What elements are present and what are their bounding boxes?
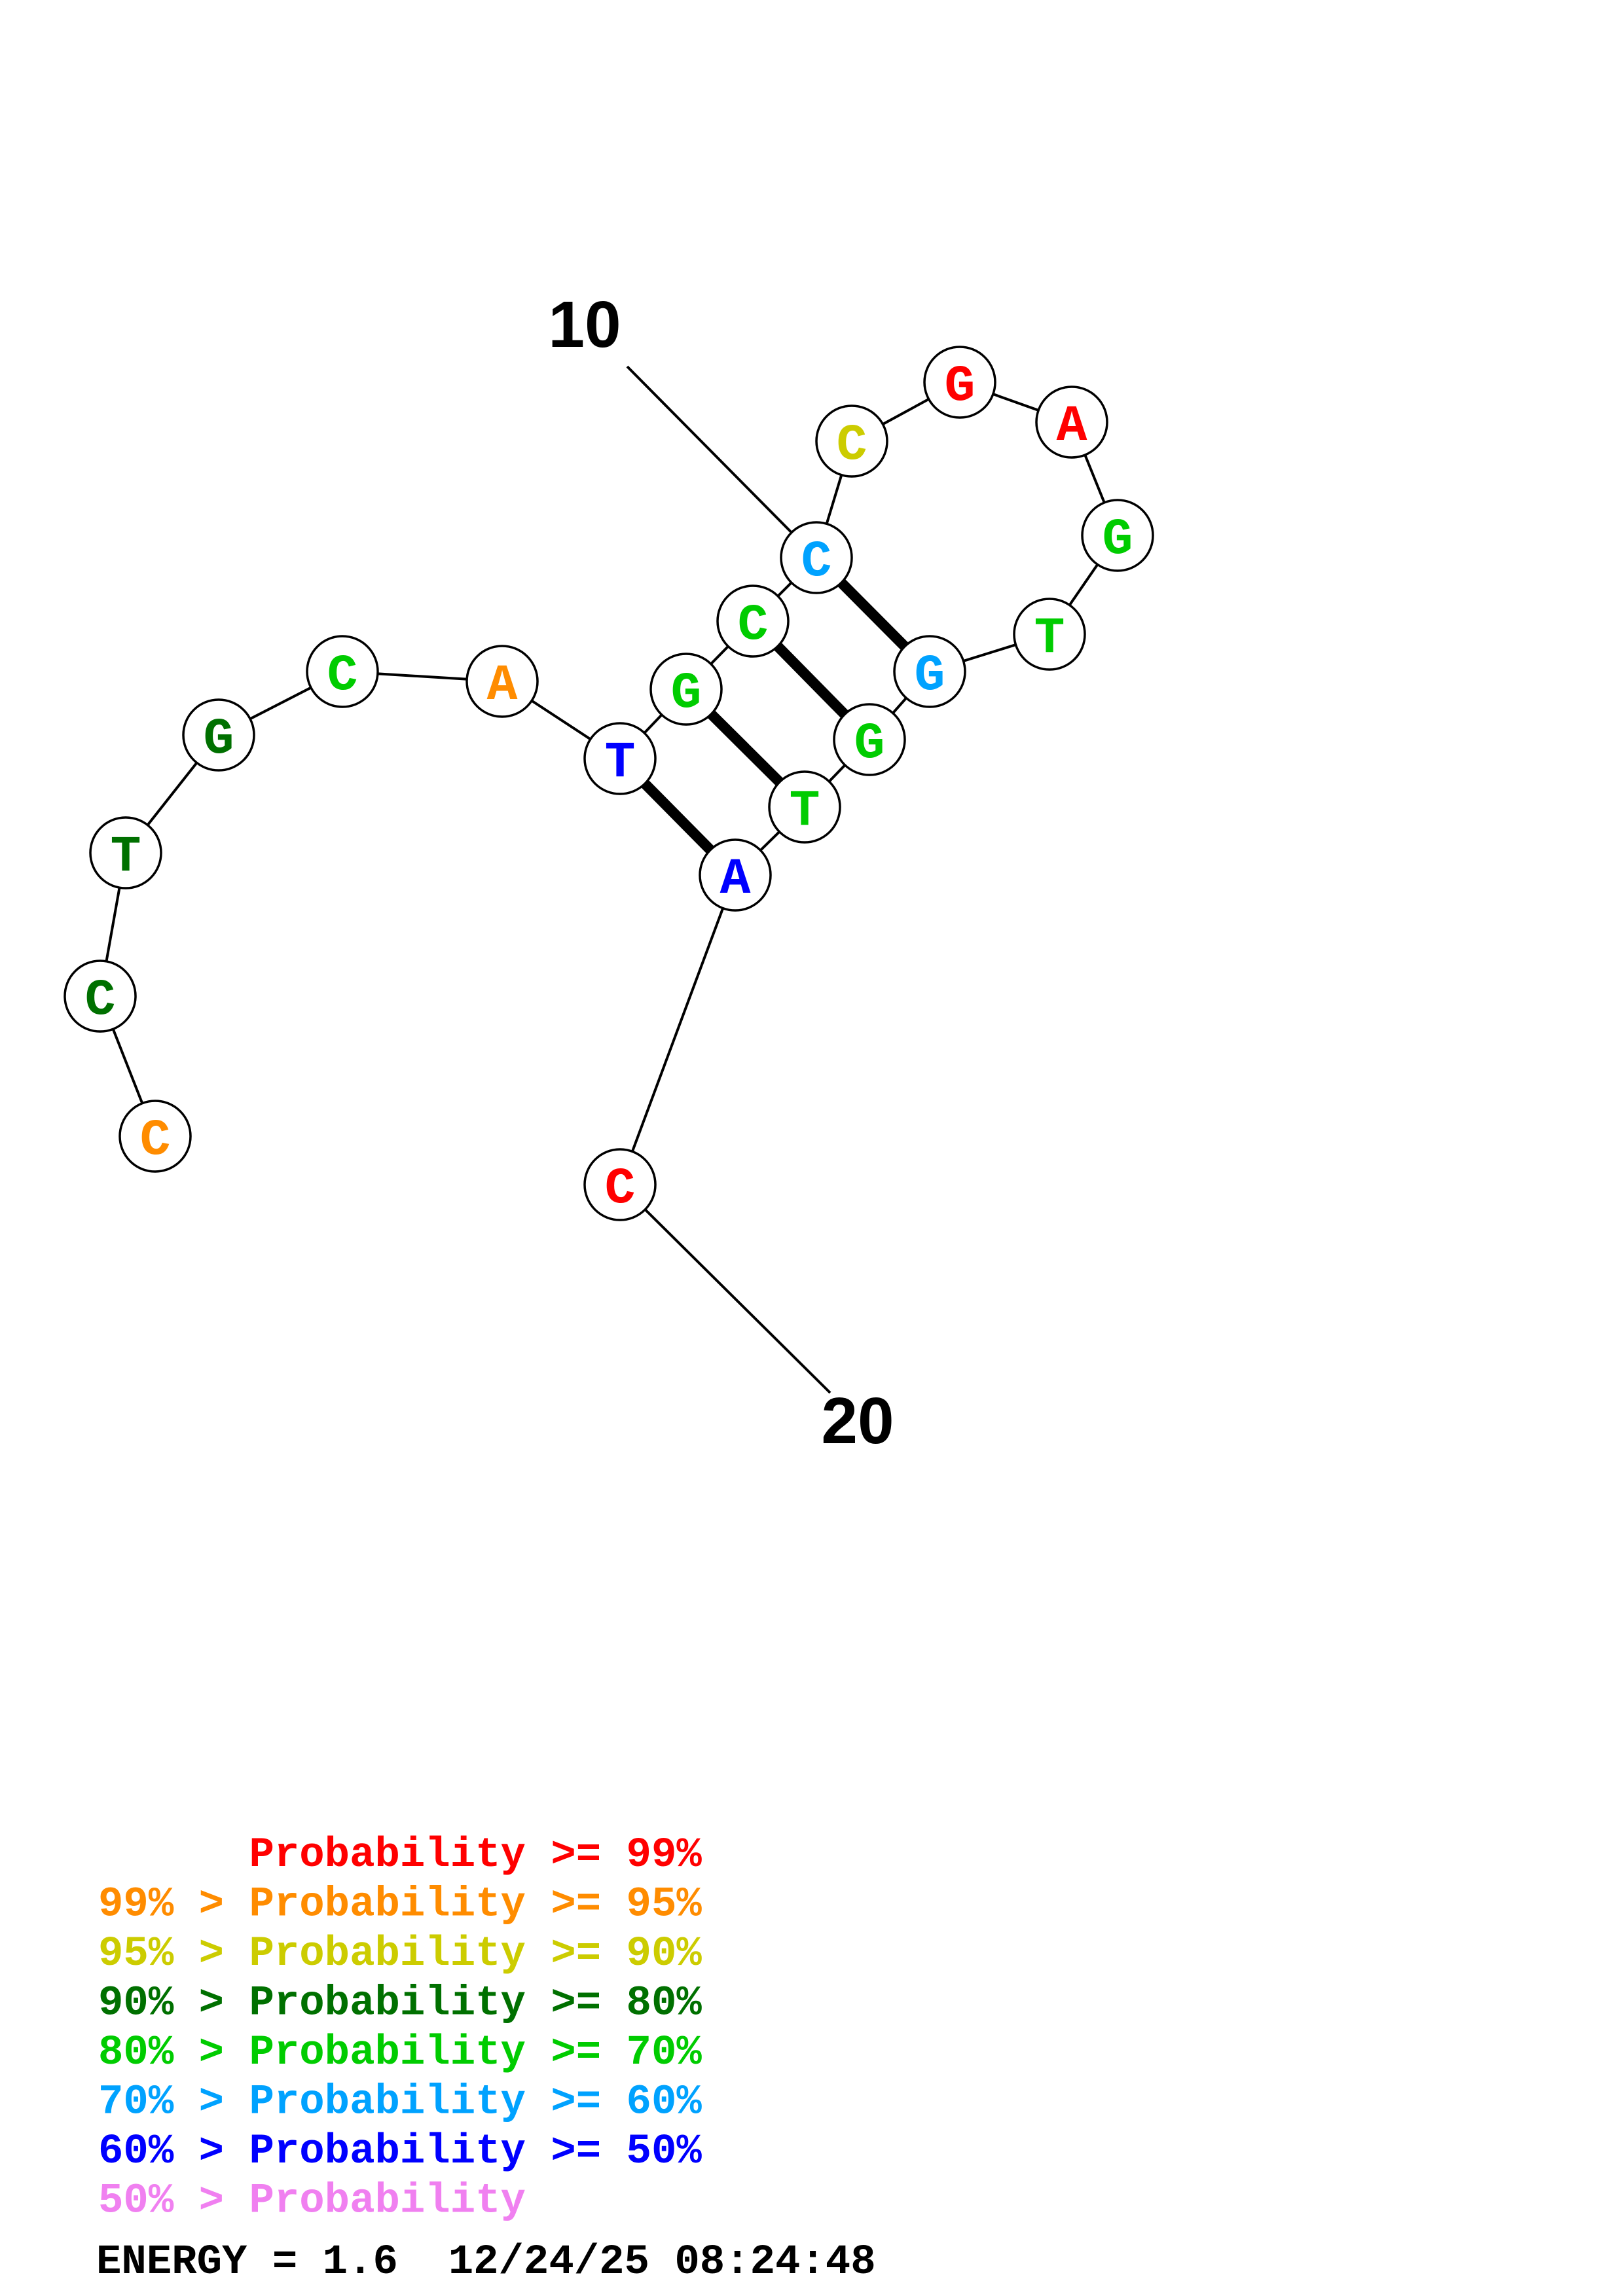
nucleotide-1: C (119, 1100, 192, 1173)
nucleotide-2: C (64, 960, 137, 1033)
nucleotide-base-label: G (945, 358, 976, 416)
nucleotide-base-label: G (671, 665, 702, 723)
nucleotide-17: G (833, 703, 906, 776)
nucleotide-circle (119, 1100, 192, 1173)
nucleotide-base-label: G (204, 711, 234, 768)
nucleotide-3: T (89, 816, 162, 889)
nucleotide-13: A (1035, 386, 1108, 459)
nucleotide-circle (716, 584, 790, 658)
nucleotide-18: T (768, 770, 841, 844)
nucleotide-base-label: C (738, 597, 769, 655)
nucleotide-circle (583, 722, 657, 795)
legend-line-99: Probability >= 99% (98, 1832, 702, 1879)
nucleotide-circle (182, 698, 255, 772)
nucleotide-base-label: A (1057, 398, 1087, 456)
leader-line-20 (619, 1183, 831, 1394)
nucleotide-19: A (699, 838, 772, 912)
nucleotide-base-label: C (837, 417, 867, 475)
nucleotide-base-label: T (605, 734, 636, 792)
legend-line-95: 99% > Probability >= 95% (98, 1882, 702, 1929)
sequence-number-labels: 10 20 (548, 288, 894, 1458)
nucleotide-circle (893, 635, 966, 708)
nucleotide-circle (649, 653, 723, 726)
sequence-number-20: 20 (821, 1384, 894, 1458)
nucleotide-base-label: G (915, 647, 945, 705)
nucleotide-circle (815, 404, 888, 478)
legend-line-50: 60% > Probability >= 50% (98, 2128, 702, 2176)
nucleotide-base-label: C (605, 1160, 636, 1218)
nucleotide-circle (306, 635, 379, 708)
nucleotide-circle (780, 521, 853, 594)
nucleotide-base-label: G (1103, 511, 1133, 569)
legend-line-lt50: 50% > Probability (98, 2178, 526, 2225)
nucleotide-base-label: T (1034, 610, 1065, 668)
nucleotide-7: T (583, 722, 657, 795)
nucleotide-circle (768, 770, 841, 844)
nucleotide-5: C (306, 635, 379, 708)
label-leader-lines (619, 365, 831, 1394)
nucleotide-6: A (465, 645, 539, 718)
nucleotide-base-label: A (720, 851, 751, 908)
legend-line-60: 70% > Probability >= 60% (98, 2079, 702, 2126)
probability-legend: Probability >= 99% 99% > Probability >= … (98, 1832, 702, 2225)
leader-line-10 (626, 365, 818, 559)
energy-timestamp-text: ENERGY = 1.6 12/24/25 08:24:48 (96, 2239, 876, 2286)
nucleotide-circle (64, 960, 137, 1033)
nucleotide-base-label: C (801, 533, 832, 591)
nucleotide-8: G (649, 653, 723, 726)
nucleotide-circle (465, 645, 539, 718)
nucleotide-4: G (182, 698, 255, 772)
legend-line-80: 90% > Probability >= 80% (98, 1981, 702, 2028)
nucleotide-circle (699, 838, 772, 912)
nucleotide-9: C (716, 584, 790, 658)
nucleotide-circle (833, 703, 906, 776)
nucleotide-circle (1013, 598, 1086, 671)
legend-line-70: 80% > Probability >= 70% (98, 2030, 702, 2077)
nucleotide-base-label: C (327, 647, 358, 705)
sequence-number-10: 10 (548, 288, 621, 361)
nucleotide-base-label: C (85, 972, 116, 1030)
nucleotide-base-label: A (487, 657, 518, 715)
nucleotide-20: C (583, 1148, 657, 1221)
nucleotide-11: C (815, 404, 888, 478)
nucleotide-circle (923, 346, 996, 419)
nucleotide-14: G (1081, 499, 1154, 572)
nucleotide-base-label: T (111, 829, 141, 886)
nucleotide-base-label: T (790, 783, 820, 840)
nucleotide-circle (1081, 499, 1154, 572)
nucleotide-16: G (893, 635, 966, 708)
legend-line-90: 95% > Probability >= 90% (98, 1931, 702, 1978)
nucleotide-circle (89, 816, 162, 889)
backbone-segment-19-20 (619, 874, 737, 1185)
nucleotide-10: C (780, 521, 853, 594)
nucleotide-base-label: C (140, 1112, 171, 1170)
nucleotide-circle (583, 1148, 657, 1221)
nucleotide-12: G (923, 346, 996, 419)
nucleotide-circle (1035, 386, 1108, 459)
nucleotide-base-label: G (854, 715, 885, 773)
nucleotide-15: T (1013, 598, 1086, 671)
